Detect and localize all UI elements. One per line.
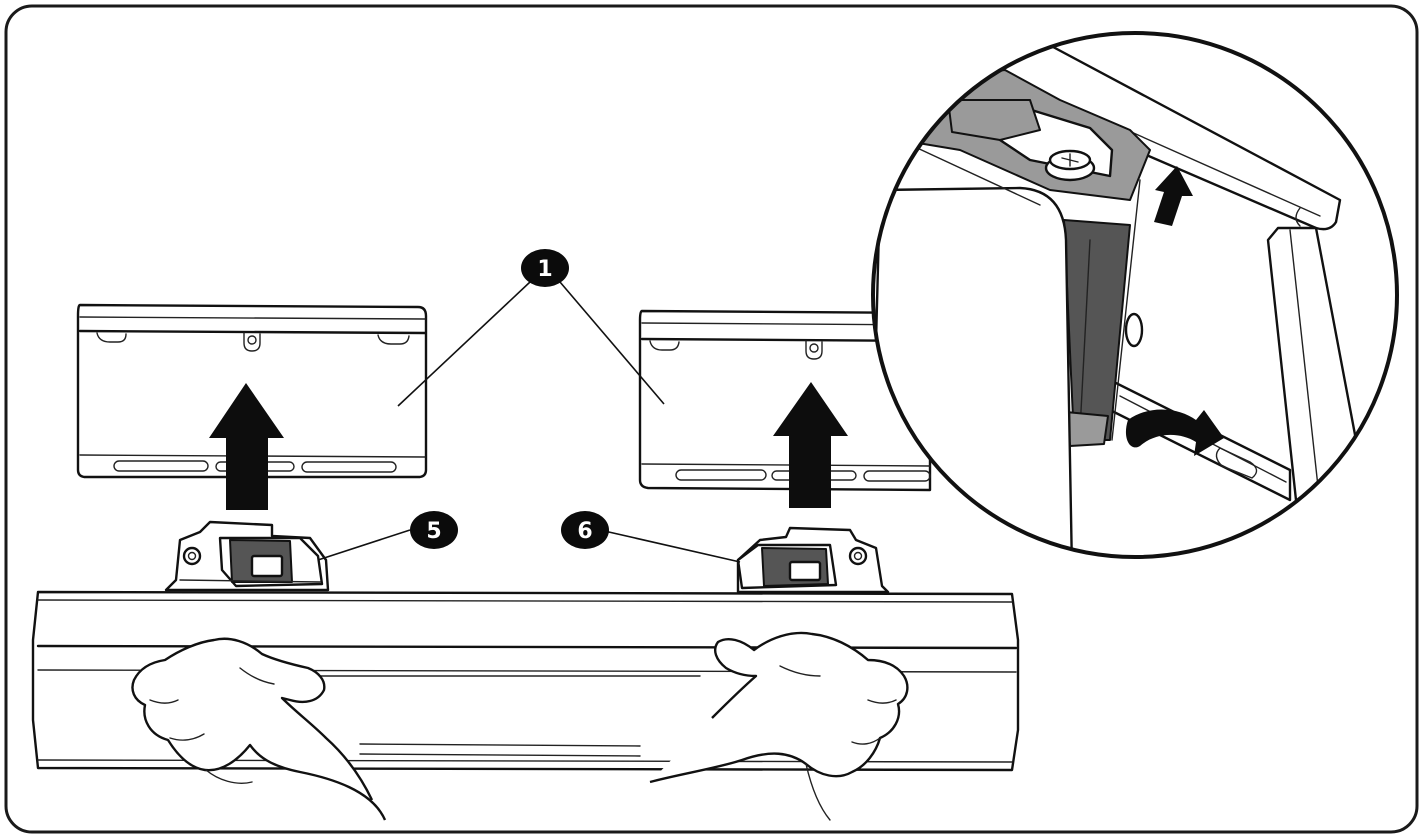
callout-5: 5 — [410, 511, 458, 549]
leader-line-6 — [599, 529, 741, 563]
zoom-detail — [871, 31, 1399, 559]
clip-right — [736, 526, 890, 594]
zoom-circle-border — [871, 31, 1399, 559]
callout-1: 1 — [521, 249, 569, 287]
bracket-right — [638, 309, 932, 492]
up-arrow-icon — [1154, 166, 1193, 226]
callout-1-label: 1 — [537, 257, 552, 282]
bracket-left — [76, 303, 428, 479]
callout-6-label: 6 — [577, 519, 592, 544]
callout-6: 6 — [561, 511, 609, 549]
hand-left — [131, 637, 387, 821]
callout-5-label: 5 — [426, 519, 441, 544]
rotate-arrow-icon — [1125, 409, 1224, 456]
up-arrow-icon — [773, 382, 848, 508]
hand-right — [649, 631, 909, 821]
leader-line-1a — [397, 281, 531, 407]
clip-left — [164, 520, 330, 592]
leader-line-5 — [317, 529, 411, 561]
up-arrow-icon — [209, 383, 284, 510]
frame-border — [4, 4, 1419, 834]
leader-line-1b — [559, 281, 665, 405]
